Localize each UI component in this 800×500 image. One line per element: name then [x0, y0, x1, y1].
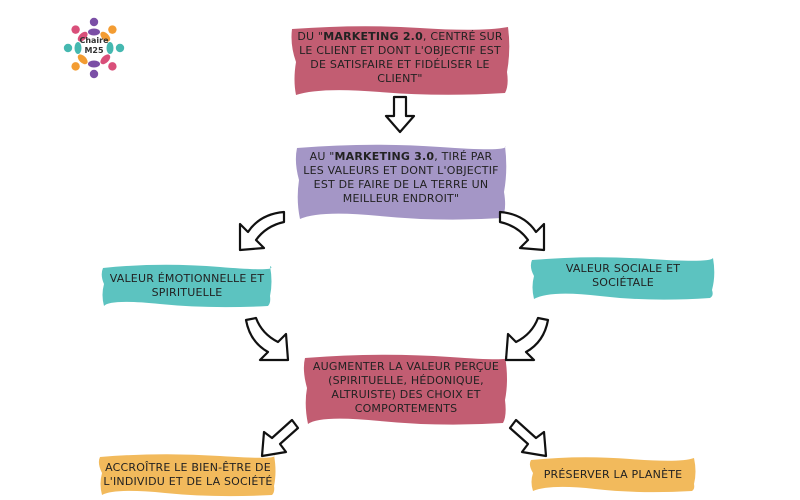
valeur-soc-text: Valeur sociale et sociétale: [565, 262, 681, 289]
logo-person-head: [108, 62, 117, 71]
logo-person-head: [63, 43, 73, 53]
bien-etre-text: Accroître le bien-être de l'individu et …: [103, 461, 273, 488]
node-marketing-2-0: Du "Marketing 2.0, centré sur le client …: [296, 30, 504, 86]
logo-person-body: [100, 31, 111, 42]
node-planete: Préserver la planète: [534, 468, 692, 482]
planete-text: Préserver la planète: [543, 468, 683, 481]
logo-person-body: [100, 54, 111, 65]
logo-person-body: [88, 60, 100, 68]
logo-person-head: [89, 17, 99, 27]
planete-brush: [529, 457, 696, 493]
arrow-diag-right-bottom: [508, 418, 548, 458]
logo-person-head: [89, 69, 99, 79]
arrow-curve-left-mid: [244, 316, 290, 362]
logo-person-body: [106, 42, 114, 54]
node-bien-etre: Accroître le bien-être de l'individu et …: [100, 461, 276, 489]
arrow-down-center: [384, 95, 416, 134]
logo-person-body: [88, 28, 100, 36]
valeur-emo-text: Valeur émotionnelle et spirituelle: [109, 272, 265, 299]
chaire-m25-logo: Chaire M25: [58, 12, 130, 84]
logo-person-body: [77, 54, 88, 65]
marketing30-prefix: Au ": [309, 150, 335, 163]
logo-person-head: [71, 62, 80, 71]
logo-person-body: [77, 31, 88, 42]
node-valeur-emotionnelle: Valeur émotionnelle et spirituelle: [108, 272, 266, 300]
marketing20-prefix: Du ": [297, 30, 324, 43]
valeur-soc-brush: [530, 257, 715, 300]
augmenter-text: Augmenter la valeur perçue (spirituelle,…: [312, 360, 500, 415]
valeur-emo-brush: [101, 264, 272, 308]
marketing30-brush: [295, 144, 507, 220]
arrow-curve-right-mid: [504, 316, 550, 362]
logo-people-circle-icon: [63, 17, 125, 79]
logo-person-head: [115, 43, 125, 53]
augmenter-brush: [303, 354, 508, 425]
logo-text-line2: M25: [84, 46, 104, 55]
marketing20-brush: [291, 26, 510, 95]
logo-person-head: [71, 25, 80, 34]
arrow-diag-left-bottom: [260, 418, 300, 458]
marketing30-rest: , tiré par les valeurs et dont l'objecti…: [303, 150, 499, 205]
logo-person-head: [108, 25, 117, 34]
marketing30-bold: Marketing 3.0: [334, 150, 435, 163]
logo-text-line1: Chaire: [79, 36, 109, 45]
node-augmenter-valeur: Augmenter la valeur perçue (spirituelle,…: [308, 360, 504, 416]
bien-etre-brush: [98, 454, 276, 497]
node-marketing-3-0: Au "Marketing 3.0, tiré par les valeurs …: [300, 150, 502, 206]
logo-person-body: [74, 42, 82, 54]
marketing20-rest: , centré sur le client et dont l'objecti…: [299, 30, 503, 85]
arrow-curve-left-top: [238, 210, 286, 252]
marketing20-bold: Marketing 2.0: [323, 30, 423, 43]
node-valeur-sociale: Valeur sociale et sociétale: [540, 262, 706, 290]
hand-drawn-arrow-icon: [238, 95, 550, 458]
arrow-curve-right-top: [498, 210, 546, 252]
